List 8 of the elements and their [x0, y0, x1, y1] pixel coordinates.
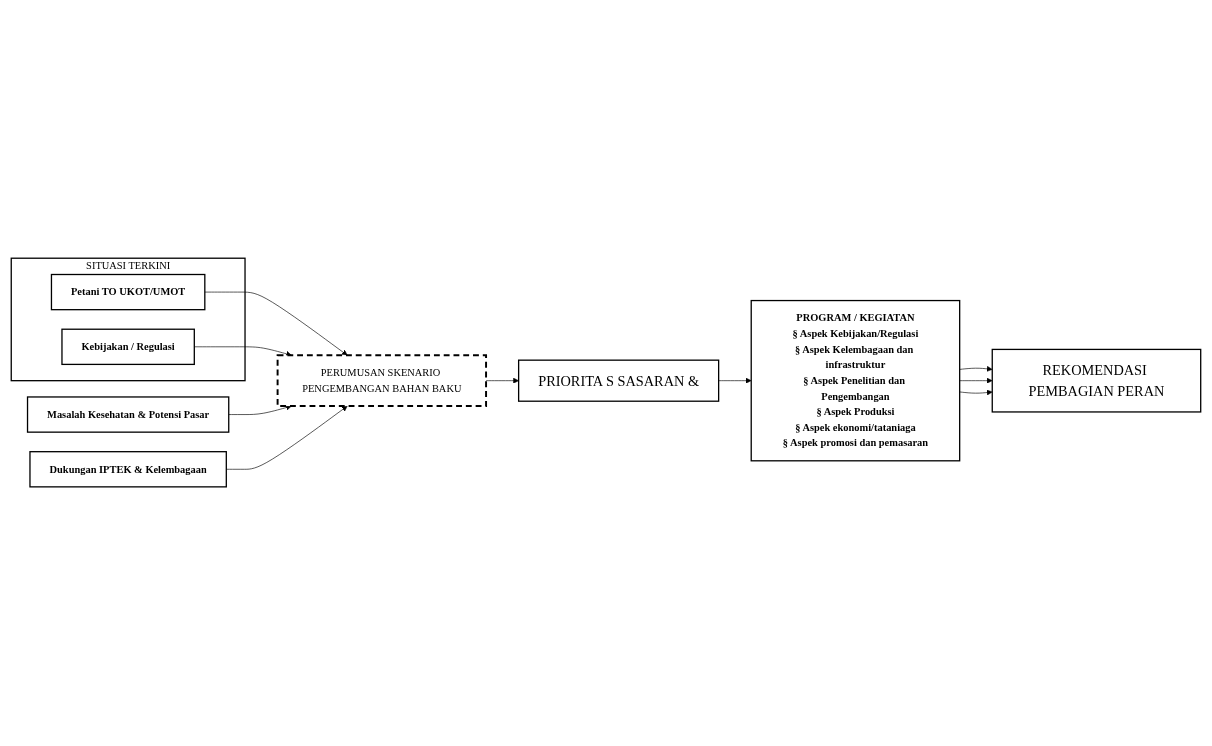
node-box: Petani TO UKOT/UMOT: [50, 274, 206, 311]
node-box: PERUMUSAN SKENARIO PENGEMBANGAN BAHAN BAKU: [276, 354, 488, 408]
node-box: PRIORITA S SASARAN &: [518, 359, 720, 403]
node-box: Dukungan IPTEK & Kelembagaan: [29, 451, 227, 488]
node-box: REKOMENDASI PEMBAGIAN PERAN: [991, 349, 1202, 414]
node-box: Masalah Kesehatan & Potensi Pasar: [26, 396, 230, 434]
node-box: Kebijakan / Regulasi: [61, 329, 195, 366]
node-box: PROGRAM / KEGIATAN § Aspek Kebijakan/Regulasi § Aspek Kelembagaan dan infrastruktur § Aspek Penelitian dan Pengembangan § Aspek Produksi § Aspek ekonomi/tataniaga § Aspek promosi dan pemasaran: [750, 300, 961, 462]
